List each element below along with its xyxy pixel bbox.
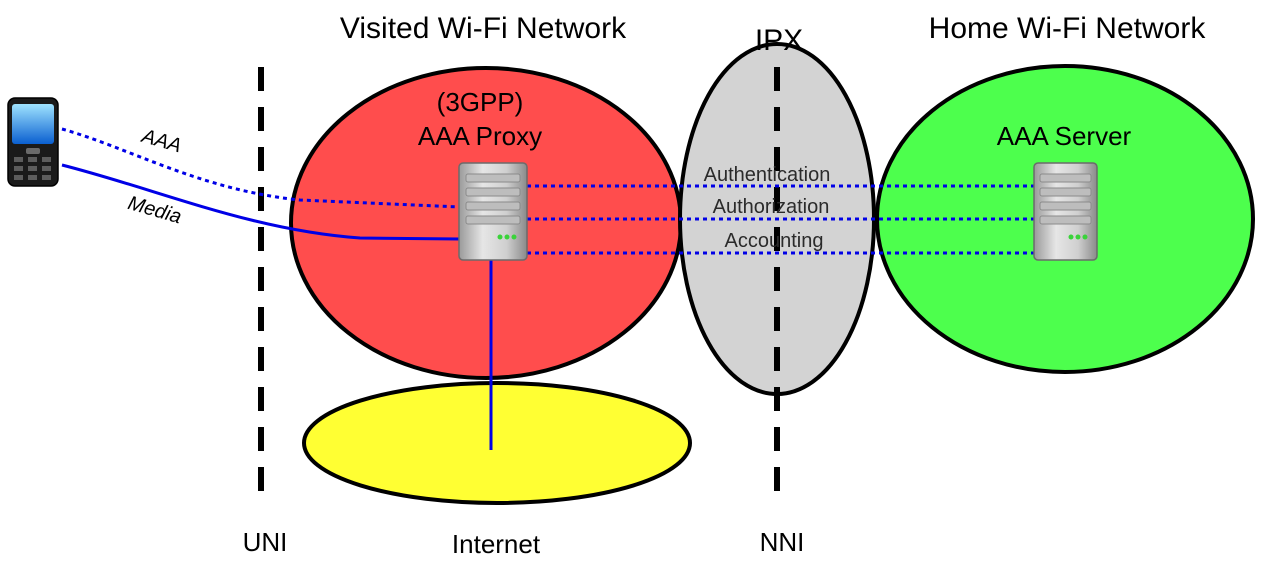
accounting-label: Accounting [725, 230, 824, 252]
aaa-link [61, 127, 461, 209]
aaa-proxy-label-line2: AAA Proxy [418, 121, 542, 151]
uni-label: UNI [243, 527, 288, 557]
visited-network-title: Visited Wi-Fi Network [340, 12, 627, 45]
aaa-link-label: AAA [138, 125, 184, 157]
mobile-phone-icon [7, 97, 59, 187]
authentication-label: Authentication [704, 164, 831, 186]
nni-label: NNI [760, 527, 805, 557]
internet-label: Internet [452, 529, 541, 557]
aaa-server-label: AAA Server [997, 121, 1132, 151]
media-link [61, 163, 461, 241]
aaa-proxy-server-icon [458, 162, 528, 261]
internet-cloud [302, 381, 692, 505]
aaa-proxy-label-line1: (3GPP) [437, 87, 524, 117]
home-network-title: Home Wi-Fi Network [929, 12, 1207, 45]
ipx-title: IPX [755, 24, 803, 57]
aaa-server-icon [1033, 162, 1098, 261]
authorization-label: Authorization [713, 196, 830, 218]
